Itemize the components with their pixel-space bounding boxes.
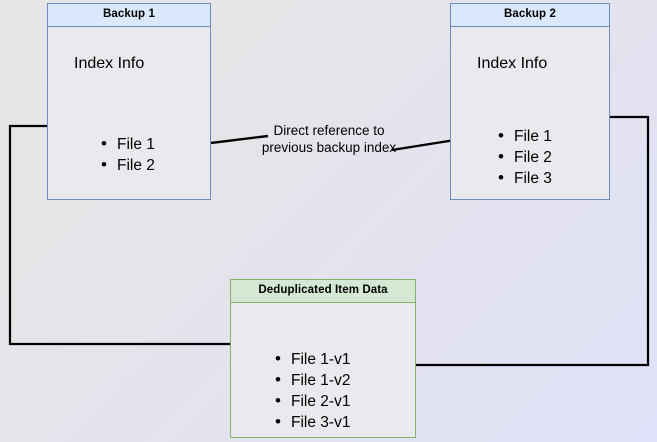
direct-reference-label: Direct reference to previous backup inde…	[261, 123, 397, 155]
backup1-index-info-label: Index Info	[74, 55, 145, 72]
list-item: File 2	[496, 146, 552, 168]
list-item: File 3-v1	[273, 411, 350, 433]
list-item: File 1-v1	[273, 348, 350, 370]
backup1-header: Backup 1	[48, 4, 210, 27]
backup1-file-list: File 1 File 2	[99, 133, 155, 176]
list-item: File 2	[99, 154, 155, 176]
backup2-index-info-label: Index Info	[477, 55, 548, 72]
list-item: File 1	[99, 133, 155, 155]
backup1-body: Index Info File 1 File 2	[48, 27, 210, 199]
backup2-header: Backup 2	[451, 4, 609, 27]
dedup-header: Deduplicated Item Data	[231, 280, 415, 303]
backup2-box[interactable]: Backup 2 Index Info File 1 File 2 File 3	[450, 3, 610, 200]
backup2-file-list: File 1 File 2 File 3	[496, 125, 552, 189]
list-item: File 3	[496, 167, 552, 189]
list-item: File 1	[496, 125, 552, 147]
backup1-box[interactable]: Backup 1 Index Info File 1 File 2	[47, 3, 211, 200]
list-item: File 2-v1	[273, 390, 350, 412]
backup2-body: Index Info File 1 File 2 File 3	[451, 27, 609, 199]
dedup-body: File 1-v1 File 1-v2 File 2-v1 File 3-v1	[231, 303, 415, 437]
dedup-file-list: File 1-v1 File 1-v2 File 2-v1 File 3-v1	[273, 348, 350, 433]
deduplicated-item-data-box[interactable]: Deduplicated Item Data File 1-v1 File 1-…	[230, 279, 416, 438]
list-item: File 1-v2	[273, 369, 350, 391]
